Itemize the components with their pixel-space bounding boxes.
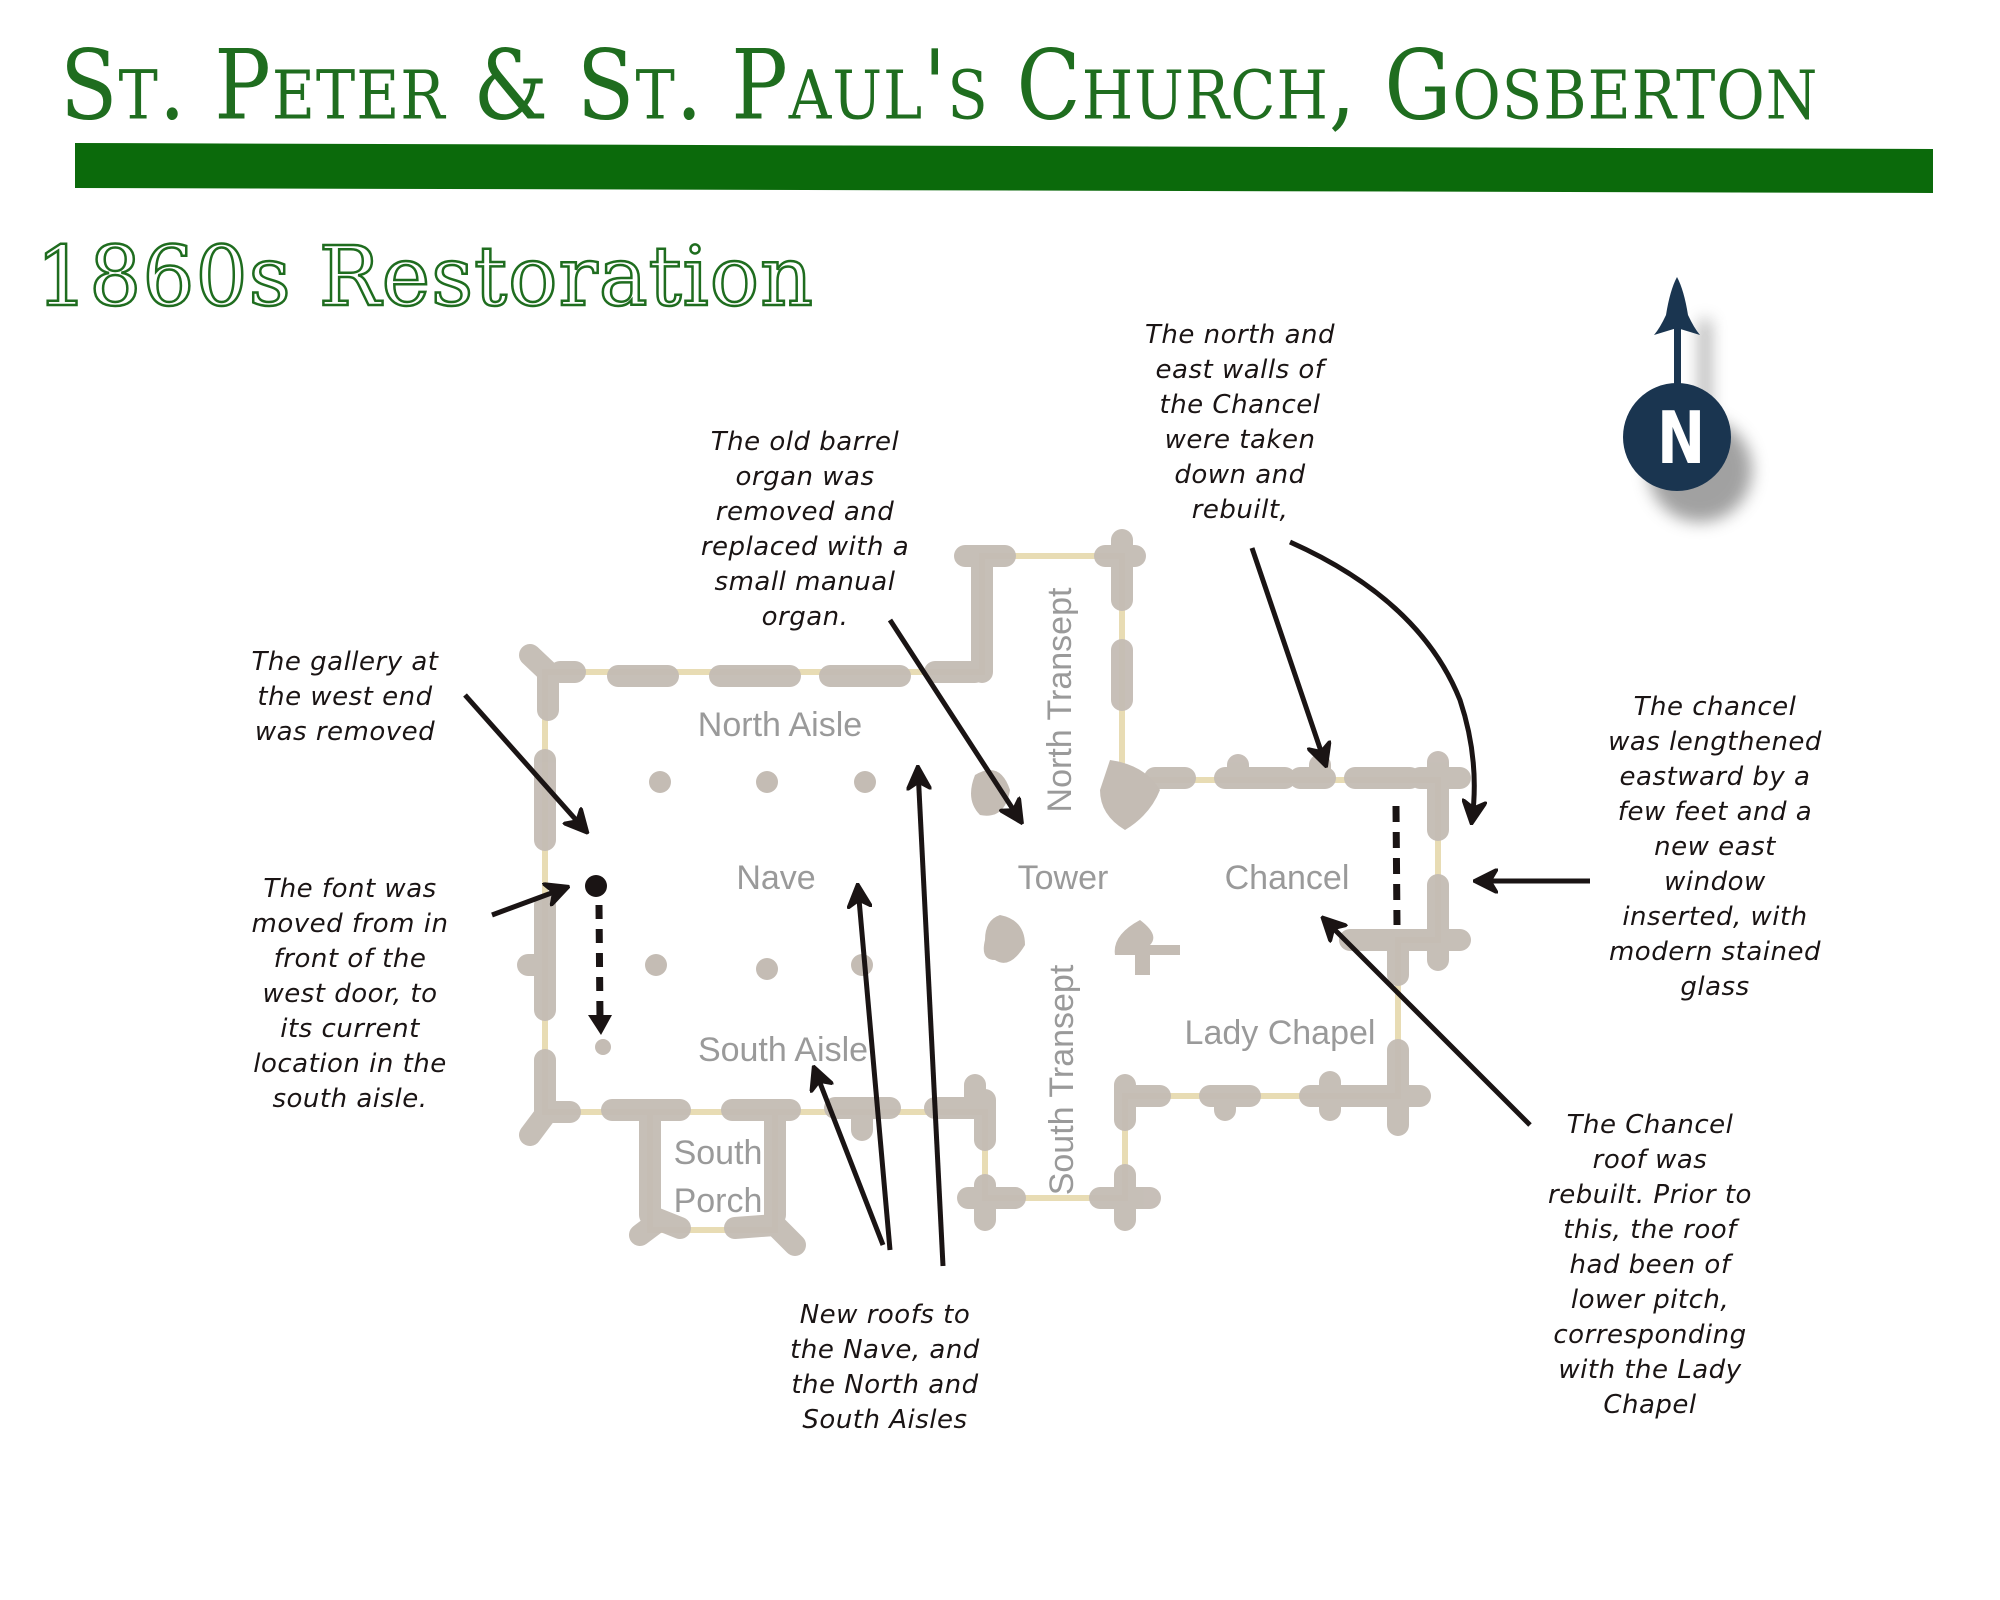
wall-segments: [517, 529, 1471, 1256]
room-label-chancel: Chancel: [1224, 859, 1350, 897]
old-east-wall: [1392, 805, 1401, 926]
arrow-gallery: [463, 693, 585, 830]
annotation-organ: The old barrel organ was removed and rep…: [700, 427, 910, 632]
font-marker: [585, 875, 612, 1035]
room-label-north-aisle: North Aisle: [697, 706, 863, 744]
arrow-east-wall: [1288, 539, 1474, 820]
annotation-gallery: The gallery at the west end was removed: [251, 647, 439, 747]
page-subtitle: 1860s Restoration: [35, 229, 814, 327]
annotation-north-east-walls: The north and east walls of the Chancel …: [1144, 320, 1336, 525]
room-label-south-aisle: South Aisle: [697, 1031, 869, 1069]
annotation-arrows: [463, 539, 1590, 1267]
arrow-north-wall: [1249, 547, 1325, 763]
room-label-north-transept: North Transept: [1041, 587, 1079, 813]
arcade-pillars: [595, 771, 876, 1055]
arrow-nave-roof: [858, 888, 893, 1251]
annotation-chancel-lengthened: The chancel was lengthened eastward by a…: [1608, 692, 1822, 1002]
room-label-nave: Nave: [736, 859, 816, 897]
arrow-organ: [887, 618, 1020, 820]
arrow-north-aisle-roof: [918, 770, 946, 1267]
annotation-font: The font was moved from in front of the …: [251, 874, 449, 1114]
room-label-south-porch-2: Porch: [673, 1182, 763, 1220]
arrow-chancel-roof: [1325, 920, 1532, 1127]
room-label-south-porch-1: South: [673, 1134, 763, 1172]
arrow-font: [491, 888, 565, 918]
north-arrow-icon: [1623, 277, 1752, 522]
title-divider-bar: [75, 143, 1933, 193]
page-title: St. Peter & St. Paul's Church, Gosberton: [60, 28, 1819, 142]
compass-letter: N: [1657, 396, 1706, 480]
annotation-new-roofs: New roofs to the Nave, and the North and…: [790, 1300, 980, 1435]
annotation-chancel-roof: The Chancel roof was rebuilt. Prior to t…: [1548, 1110, 1752, 1420]
room-label-south-transept: South Transept: [1043, 964, 1081, 1196]
room-label-lady-chapel: Lady Chapel: [1184, 1014, 1376, 1052]
room-label-tower: Tower: [1017, 859, 1109, 897]
arrow-south-aisle-roof: [815, 1070, 886, 1246]
